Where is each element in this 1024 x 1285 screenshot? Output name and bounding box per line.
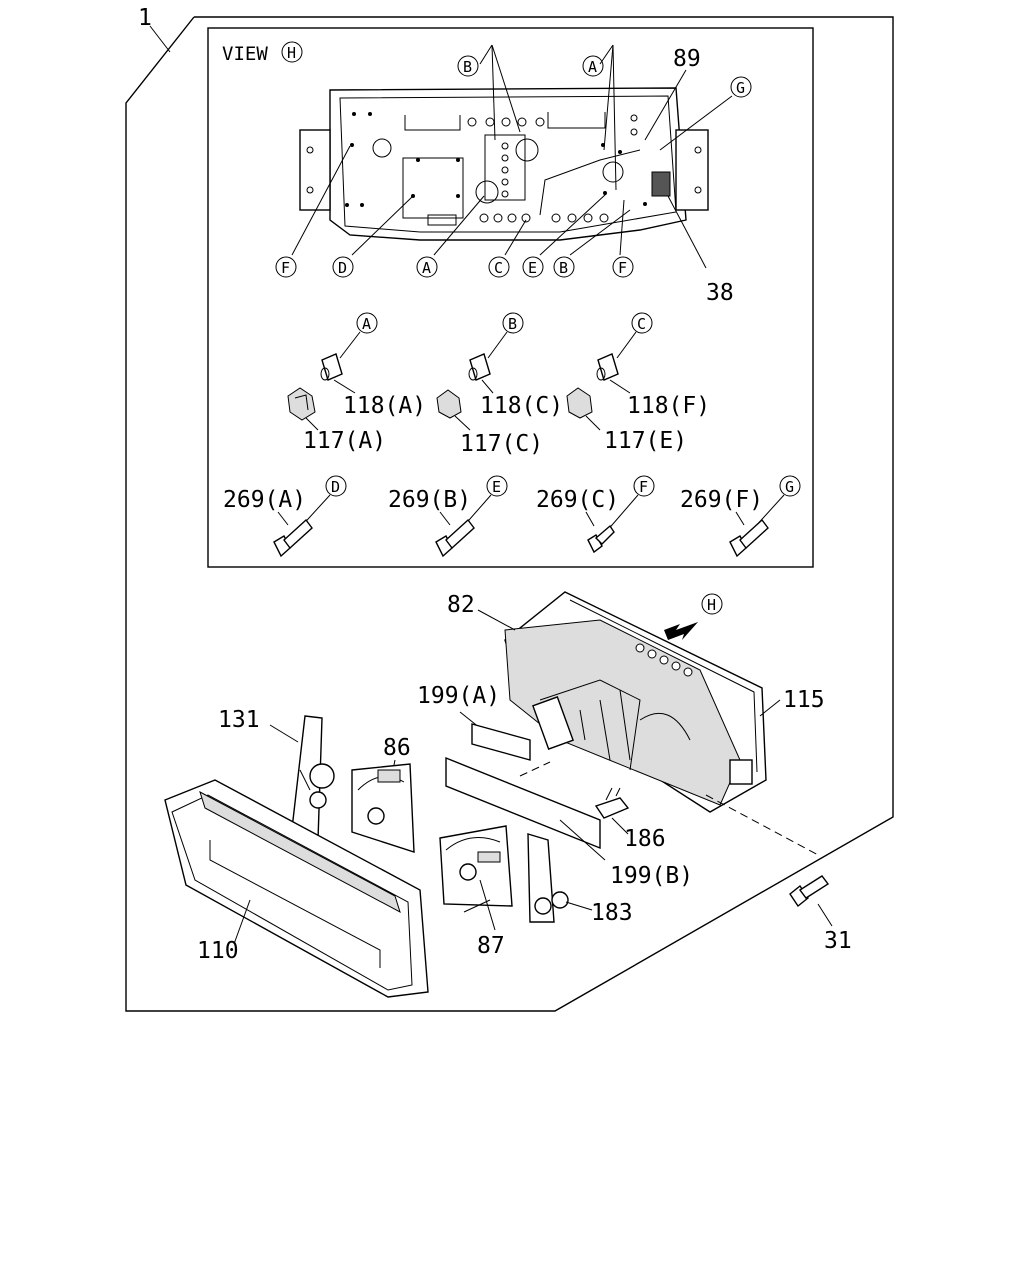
part-110-label: 110 (197, 938, 239, 964)
part-31-label: 31 (824, 928, 852, 954)
gauge-131: 131 (218, 707, 335, 847)
part-38-label: 38 (706, 280, 734, 306)
gauge-87: 87 (439, 825, 513, 959)
callout-g-top: G (736, 79, 745, 97)
view-letter: H (287, 44, 296, 62)
gauge-183: 183 (527, 833, 633, 926)
screw-269b-label: 269(B) (388, 487, 471, 513)
bulb-a-callout: A (362, 315, 371, 333)
socket-117c-label: 117(C) (460, 431, 543, 457)
connector-186: 186 (594, 787, 666, 852)
screw-269b: 269(B) E (388, 475, 508, 558)
part-115-label: 115 (783, 687, 825, 713)
gauge-86: 86 (351, 735, 415, 853)
bulb-set-a: A 118(A) 117(A) (287, 312, 426, 454)
part-199b-label: 199(B) (610, 863, 693, 889)
arrow-h-callout: H (707, 596, 716, 614)
callout-c: C (494, 259, 503, 277)
assembly-outline: 1 (125, 5, 894, 1012)
part-89-label: 89 (673, 46, 701, 72)
socket-117a-label: 117(A) (303, 428, 386, 454)
view-leader-lines (291, 44, 733, 269)
socket-117e-label: 117(E) (604, 428, 687, 454)
screw-269b-callout: E (492, 478, 501, 496)
part-131-label: 131 (218, 707, 260, 733)
callout-f-left: F (281, 259, 290, 277)
screw-269c-label: 269(C) (536, 487, 619, 513)
screw-269a: 269(A) D (223, 475, 347, 558)
view-h-panel: VIEW H (207, 27, 814, 568)
screw-31: 31 (705, 794, 852, 954)
bulb-b-callout: B (508, 315, 517, 333)
part-199a-label: 199(A) (417, 683, 500, 709)
part-183-label: 183 (591, 900, 633, 926)
cluster-rear-view (299, 87, 709, 241)
plate-199b: 199(B) (445, 756, 693, 889)
callout-a-top: A (588, 58, 597, 76)
screw-269a-callout: D (331, 478, 340, 496)
bulb-c-callout: C (637, 315, 646, 333)
view-label: VIEW (222, 43, 268, 65)
part-86-label: 86 (383, 735, 411, 761)
part-186-label: 186 (624, 826, 666, 852)
callout-e: E (528, 259, 537, 277)
bulb-118a-label: 118(A) (343, 393, 426, 419)
assembly-number-label: 1 (138, 5, 152, 31)
screw-269f-label: 269(F) (680, 487, 763, 513)
screw-269f-callout: G (785, 478, 794, 496)
screw-269c-callout: F (639, 478, 648, 496)
cluster-housing-115: 82 H 115 (447, 591, 825, 813)
bulb-set-c: B 118(C) 117(C) (436, 312, 563, 457)
callout-b-bottom: B (559, 259, 568, 277)
callout-a-bottom: A (422, 259, 431, 277)
bulb-118c-label: 118(C) (480, 393, 563, 419)
plate-199a: 199(A) (417, 683, 531, 761)
lens-110: 110 (164, 779, 429, 998)
screw-269c: 269(C) F (536, 475, 655, 554)
screw-269a-label: 269(A) (223, 487, 306, 513)
part-82-label: 82 (447, 592, 475, 618)
bulb-set-f: C 118(F) 117(E) (566, 312, 710, 454)
part-87-label: 87 (477, 933, 505, 959)
callout-b-top: B (463, 58, 472, 76)
callout-d: D (338, 259, 347, 277)
bulb-118f-label: 118(F) (627, 393, 710, 419)
screw-269f: 269(F) G (680, 475, 801, 558)
callout-f-right: F (618, 259, 627, 277)
